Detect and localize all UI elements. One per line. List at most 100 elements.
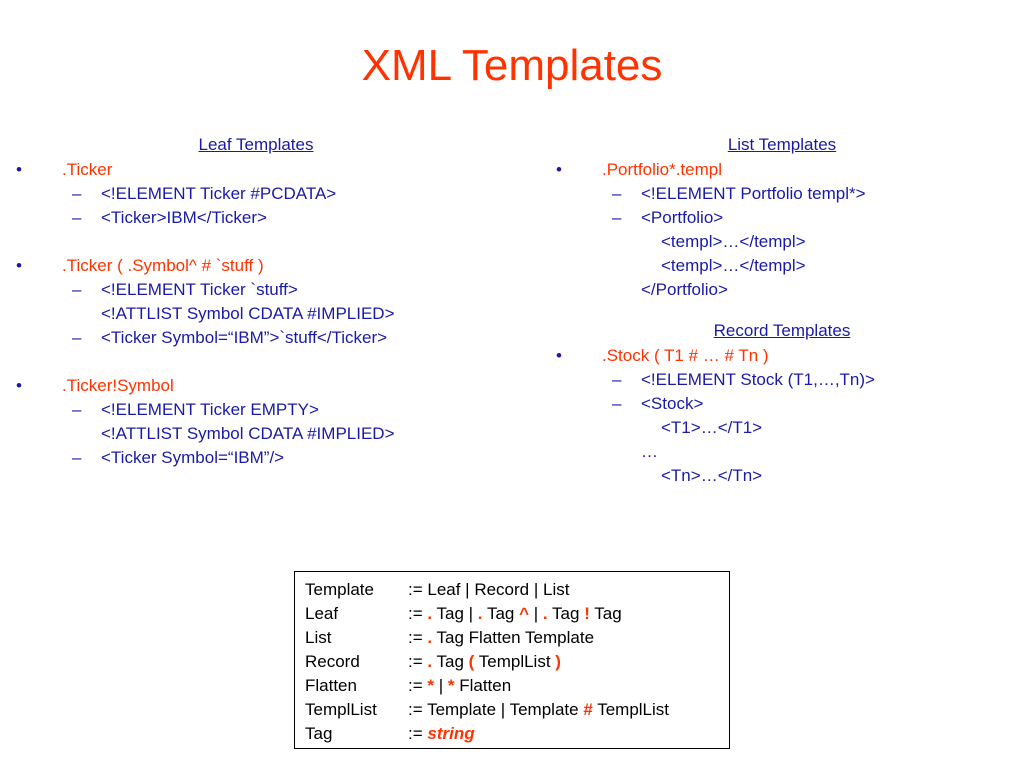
bullet-item-ticker-symbol-stuff: • .Ticker ( .Symbol^ # `stuff ) <box>0 254 512 278</box>
grammar-text: TemplList <box>474 652 556 671</box>
grammar-operator: * <box>447 676 455 695</box>
sub-item-line: <!ATTLIST Symbol CDATA #IMPLIED> <box>101 424 395 443</box>
grammar-definition: := Template | Template # TemplList <box>408 698 669 722</box>
grammar-text: Tag <box>547 604 585 623</box>
sub-item: – <Stock> <T1>…</T1> … <Tn>…</Tn> <box>540 392 1024 488</box>
grammar-text: TemplList <box>592 700 669 719</box>
grammar-text: := Template | Template <box>408 700 584 719</box>
sub-item-line: … <box>641 442 658 461</box>
grammar-operator: ( <box>468 652 475 671</box>
grammar-row-templlist: TemplList := Template | Template # Templ… <box>305 698 729 722</box>
grammar-definition: := . Tag Flatten Template <box>408 626 594 650</box>
sub-item-line: <templ>…</templ> <box>661 256 806 275</box>
leaf-templates-column: Leaf Templates • .Ticker – <!ELEMENT Tic… <box>0 132 512 470</box>
en-dash-icon: – <box>612 370 622 389</box>
sub-item-line: <Ticker Symbol=“IBM”/> <box>101 448 285 467</box>
grammar-operator: ^ <box>519 604 530 623</box>
bullet-item-ticker: • .Ticker <box>0 158 512 182</box>
grammar-nonterminal: Record <box>305 652 360 671</box>
grammar-text: := <box>408 628 428 647</box>
grammar-box: Template := Leaf | Record | List Leaf :=… <box>294 571 730 749</box>
bullet-label: .Portfolio*.templ <box>602 160 722 179</box>
grammar-row-record: Record := . Tag ( TemplList ) <box>305 650 729 674</box>
grammar-definition: := string <box>408 722 475 746</box>
en-dash-icon: – <box>72 448 82 467</box>
sub-item-line: <!ELEMENT Ticker #PCDATA> <box>101 184 337 203</box>
grammar-definition: := . Tag | . Tag ^ | . Tag ! Tag <box>408 602 622 626</box>
en-dash-icon: – <box>72 328 82 347</box>
grammar-text: Tag Flatten Template <box>432 628 595 647</box>
sub-item-line: <Ticker Symbol=“IBM”>`stuff</Ticker> <box>101 328 388 347</box>
sub-item-line: <templ>…</templ> <box>661 232 806 251</box>
bullet-label: .Ticker <box>62 160 113 179</box>
sub-item: – <!ELEMENT Ticker #PCDATA> <box>0 182 512 206</box>
sub-item-line: <!ATTLIST Symbol CDATA #IMPLIED> <box>101 304 395 323</box>
record-templates-heading[interactable]: Record Templates <box>713 321 851 340</box>
sub-item: – <Portfolio> <templ>…</templ> <templ>…<… <box>540 206 1024 302</box>
list-templates-heading[interactable]: List Templates <box>727 135 837 154</box>
bullet-dot-icon: • <box>16 256 22 275</box>
sub-item-line: <Stock> <box>641 394 704 413</box>
grammar-nonterminal: Template <box>305 580 374 599</box>
sub-item-line: <Tn>…</Tn> <box>661 466 763 485</box>
grammar-operator: . <box>477 604 483 623</box>
leaf-templates-heading[interactable]: Leaf Templates <box>198 135 314 154</box>
grammar-text: Tag | <box>432 604 478 623</box>
sub-item-line: <!ELEMENT Ticker `stuff> <box>101 280 298 299</box>
sub-item: – <Ticker>IBM</Ticker> <box>0 206 512 230</box>
grammar-text: := <box>408 724 428 743</box>
grammar-text: | <box>434 676 448 695</box>
sub-item-line: <!ELEMENT Portfolio templ*> <box>641 184 866 203</box>
bullet-dot-icon: • <box>16 376 22 395</box>
sub-item: – <Ticker Symbol=“IBM”/> <box>0 446 512 470</box>
sub-item: – <!ELEMENT Ticker `stuff> <!ATTLIST Sym… <box>0 278 512 326</box>
grammar-operator: # <box>583 700 593 719</box>
grammar-operator: . <box>427 652 433 671</box>
sub-item: – <!ELEMENT Ticker EMPTY> <!ATTLIST Symb… <box>0 398 512 446</box>
grammar-operator: . <box>427 604 433 623</box>
bullet-item-ticker-symbol: • .Ticker!Symbol <box>0 374 512 398</box>
bullet-item-stock: • .Stock ( T1 # … # Tn ) <box>540 344 1024 368</box>
sub-item-line: <!ELEMENT Ticker EMPTY> <box>101 400 319 419</box>
grammar-row-list: List := . Tag Flatten Template <box>305 626 729 650</box>
bullet-label: .Stock ( T1 # … # Tn ) <box>602 346 769 365</box>
en-dash-icon: – <box>612 184 622 203</box>
grammar-nonterminal: List <box>305 628 332 647</box>
slide-title: XML Templates <box>361 41 663 90</box>
spacer <box>540 302 1024 318</box>
grammar-nonterminal: Flatten <box>305 676 357 695</box>
grammar-definition: := * | * Flatten <box>408 674 511 698</box>
sub-item: – <!ELEMENT Stock (T1,…,Tn)> <box>540 368 1024 392</box>
grammar-text: Tag <box>482 604 520 623</box>
list-record-templates-column: List Templates • .Portfolio*.templ – <!E… <box>540 132 1024 488</box>
grammar-text: := <box>408 652 428 671</box>
en-dash-icon: – <box>612 208 622 227</box>
sub-item-line: <!ELEMENT Stock (T1,…,Tn)> <box>641 370 875 389</box>
grammar-row-tag: Tag := string <box>305 722 729 746</box>
grammar-operator: * <box>427 676 434 695</box>
sub-item: – <Ticker Symbol=“IBM”>`stuff</Ticker> <box>0 326 512 350</box>
grammar-row-template: Template := Leaf | Record | List <box>305 578 729 602</box>
grammar-definition: := Leaf | Record | List <box>408 580 570 599</box>
bullet-dot-icon: • <box>556 160 562 179</box>
bullet-dot-icon: • <box>16 160 22 179</box>
spacer <box>0 350 512 374</box>
grammar-operator: string <box>427 724 475 743</box>
grammar-operator: ! <box>584 604 590 623</box>
sub-item: – <!ELEMENT Portfolio templ*> <box>540 182 1024 206</box>
grammar-text: := <box>408 604 428 623</box>
sub-item-line: <T1>…</T1> <box>661 418 763 437</box>
bullet-label: .Ticker!Symbol <box>62 376 174 395</box>
grammar-definition: := . Tag ( TemplList ) <box>408 650 561 674</box>
sub-item-line: <Ticker>IBM</Ticker> <box>101 208 267 227</box>
spacer <box>0 230 512 254</box>
grammar-nonterminal: Leaf <box>305 604 339 623</box>
en-dash-icon: – <box>72 184 82 203</box>
bullet-item-portfolio: • .Portfolio*.templ <box>540 158 1024 182</box>
grammar-text: := <box>408 676 428 695</box>
grammar-nonterminal: TemplList <box>305 700 377 719</box>
grammar-text: | <box>529 604 543 623</box>
en-dash-icon: – <box>612 394 622 413</box>
grammar-operator: . <box>542 604 548 623</box>
en-dash-icon: – <box>72 208 82 227</box>
